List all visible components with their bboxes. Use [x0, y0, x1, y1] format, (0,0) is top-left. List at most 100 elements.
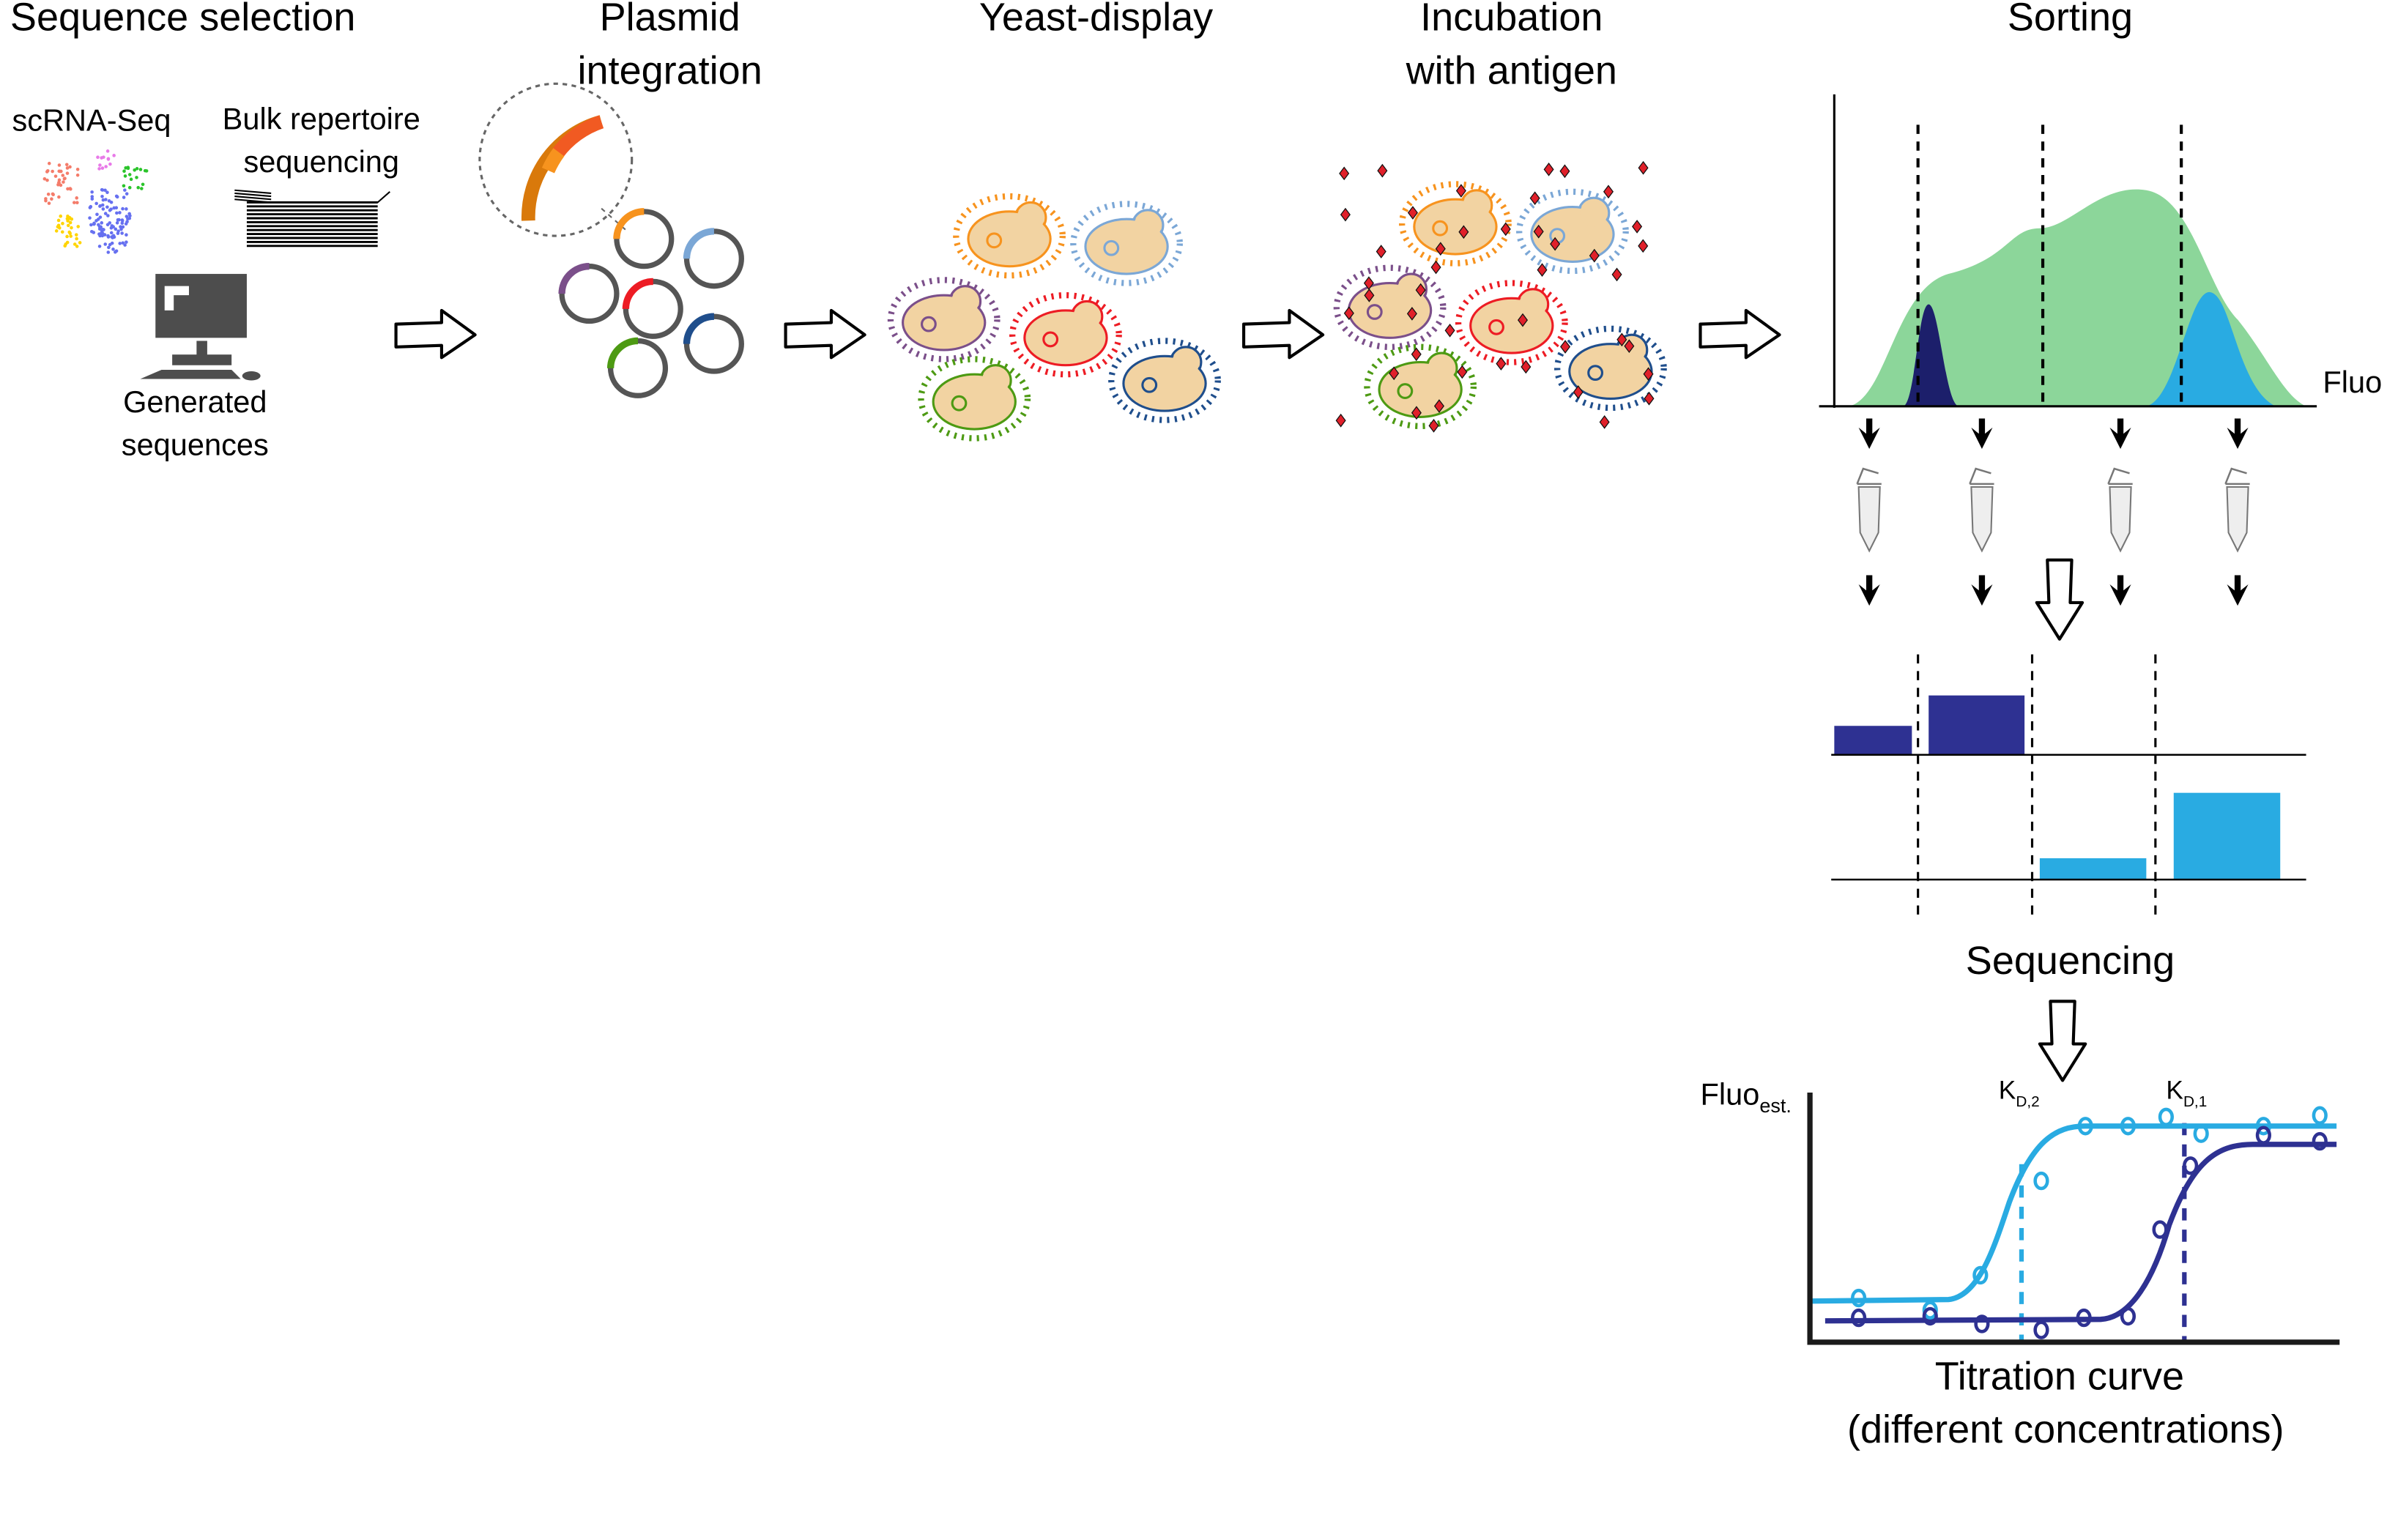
cell-dot [99, 225, 103, 229]
cell-dot [103, 212, 108, 215]
cell-dot [59, 183, 63, 187]
cell-dot [95, 212, 99, 217]
title-yeast-display: Yeast-display [979, 0, 1213, 40]
antigen-icon [1521, 360, 1532, 374]
cell-dot [110, 241, 114, 245]
cell-dot [61, 221, 64, 226]
label-generated: Generated [123, 384, 267, 419]
antigen-icon [1611, 267, 1622, 282]
computer-icon [140, 274, 261, 381]
tube-icon [1970, 486, 1994, 553]
cell-dot [123, 174, 127, 178]
light-blue-curve [1810, 1123, 2337, 1304]
tube-cap [1856, 467, 1882, 486]
cell-dot [121, 225, 125, 229]
cell-dot [138, 168, 143, 171]
cell-dot [96, 155, 100, 159]
cell-dot [88, 216, 92, 220]
antigen-icon [1533, 224, 1544, 239]
cell-dot [75, 196, 78, 200]
cell-dot [100, 228, 105, 231]
label-scrna-seq: scRNA-Seq [12, 103, 171, 138]
antigen-icon [1364, 289, 1375, 302]
right-arrow-icon [394, 308, 477, 360]
cell-dot [97, 245, 102, 248]
plasmid-insert [622, 278, 654, 310]
cell-dot [135, 176, 138, 179]
cell-dot [51, 169, 54, 174]
reverse-primer [342, 191, 390, 204]
cell-dot [127, 173, 132, 176]
antigen-icon [1599, 415, 1610, 429]
cell-dot [98, 234, 102, 238]
cell-dot [70, 226, 73, 230]
yeast-cell-icon [1333, 264, 1447, 350]
plasmid-insert [613, 208, 645, 239]
antigen-icon [1624, 339, 1635, 353]
cell-dot [101, 207, 105, 211]
cell-dot [108, 221, 112, 225]
cell-dot [106, 235, 111, 239]
cell-dot [45, 178, 49, 182]
titration-y-label: Fluoest. [1700, 1077, 1791, 1117]
cell-dot [105, 205, 109, 209]
cell-dot [60, 230, 64, 234]
cell-dot [88, 206, 92, 209]
cell-dot [56, 218, 61, 223]
tube-icon [2226, 486, 2249, 553]
antigen-icon [1433, 399, 1444, 413]
cell-dot [127, 212, 131, 216]
light-blue-point [2158, 1107, 2174, 1126]
bin-counts [1831, 654, 2306, 918]
yeast-cell-icon [1455, 280, 1568, 365]
yeast-cell-icon [1399, 181, 1512, 267]
cell-dot [104, 198, 108, 201]
cell-dot [121, 207, 125, 211]
cell-dot [89, 223, 93, 227]
down-arrow-icon [2038, 1000, 2087, 1082]
cell-dot [115, 211, 119, 215]
antigen-icon [1559, 164, 1570, 179]
cell-dot [54, 229, 59, 233]
cell-dot [143, 168, 147, 173]
cell-dot [69, 234, 73, 238]
title-sequencing: Sequencing [1966, 939, 2175, 983]
bar-light-bin3 [2039, 858, 2147, 880]
antigen-icon [1343, 306, 1354, 321]
plasmid-insert [683, 313, 715, 344]
cell-dot [44, 198, 48, 203]
antigen-icon [1517, 313, 1529, 327]
cell-dot [90, 197, 94, 201]
antigen-icon [1643, 367, 1654, 382]
plasmid-insert [683, 228, 715, 259]
dark-blue-point [2152, 1220, 2168, 1239]
bar-light-bin4 [2173, 792, 2281, 880]
antigen-icon [1616, 332, 1627, 347]
cell-dot [106, 157, 111, 161]
cell-dot [57, 163, 62, 167]
scrna-cluster-plot [42, 149, 149, 254]
light-blue-point [2255, 1117, 2271, 1136]
down-arrow-icon [2035, 558, 2085, 641]
cell-dot [123, 188, 127, 192]
dark-blue-point [2255, 1126, 2271, 1145]
antigen-icon [1406, 307, 1417, 321]
cell-dot [73, 201, 76, 204]
yeast-cell-icon [1070, 201, 1183, 286]
dark-blue-point [2076, 1308, 2092, 1328]
antigen-icon [1529, 191, 1540, 206]
cell-dot [115, 221, 119, 225]
antigen-icon [1389, 366, 1400, 381]
cell-dot [101, 198, 105, 202]
dark-blue-curve [1824, 1142, 2337, 1324]
cell-dot [122, 184, 126, 188]
cell-dot [90, 190, 94, 194]
bar-dark-bin1 [1834, 726, 1912, 755]
cell-dot [122, 169, 126, 174]
cell-dot [98, 163, 102, 167]
cell-dot [125, 207, 128, 211]
antigen-icon [1377, 163, 1388, 178]
tube-icon [1857, 486, 1881, 553]
dark-blue-point [1922, 1306, 1938, 1326]
cell-dot [64, 163, 69, 167]
